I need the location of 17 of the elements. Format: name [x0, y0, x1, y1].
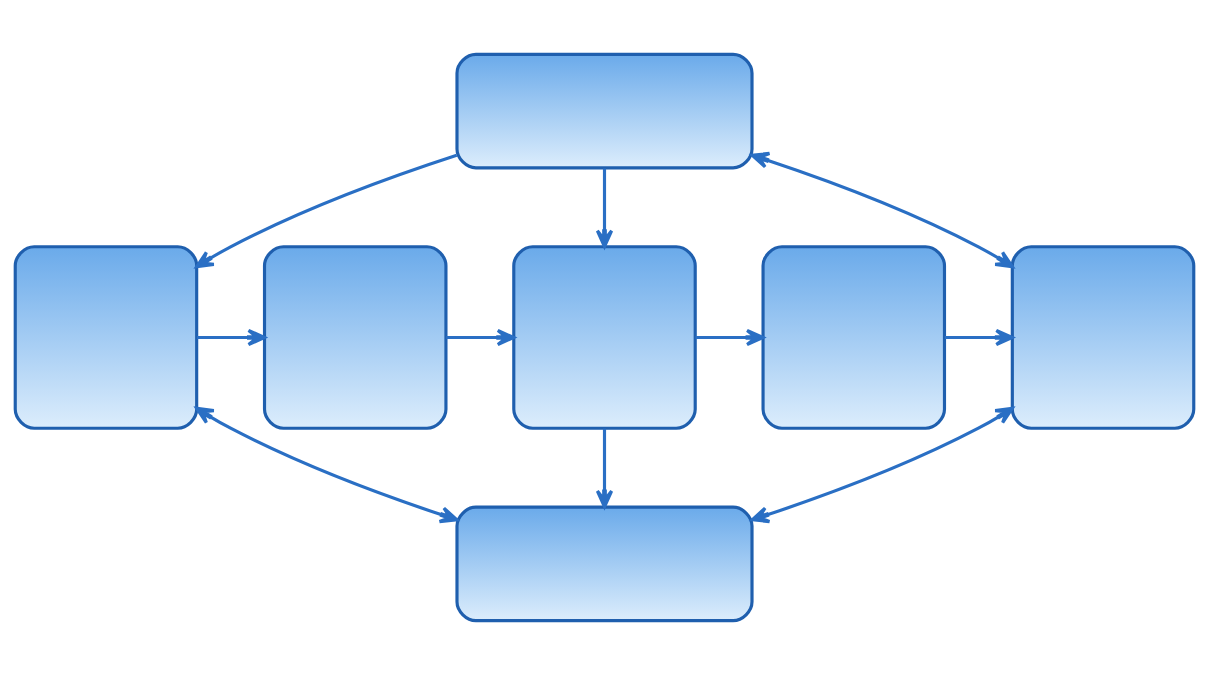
arrow — [695, 328, 765, 347]
node-box — [262, 245, 448, 430]
arrow — [197, 328, 266, 347]
arrow — [750, 406, 1014, 524]
arrow — [595, 428, 614, 509]
node-box — [455, 52, 754, 170]
node-box — [1010, 245, 1196, 430]
arrow — [195, 406, 459, 524]
node-box — [13, 245, 199, 430]
node-box — [455, 505, 754, 623]
node-box — [761, 245, 947, 430]
arrow — [944, 328, 1014, 347]
arrow — [195, 153, 458, 269]
node-box — [512, 245, 697, 430]
arrow — [446, 328, 516, 347]
arrow — [750, 151, 1014, 269]
arrow — [595, 168, 614, 249]
